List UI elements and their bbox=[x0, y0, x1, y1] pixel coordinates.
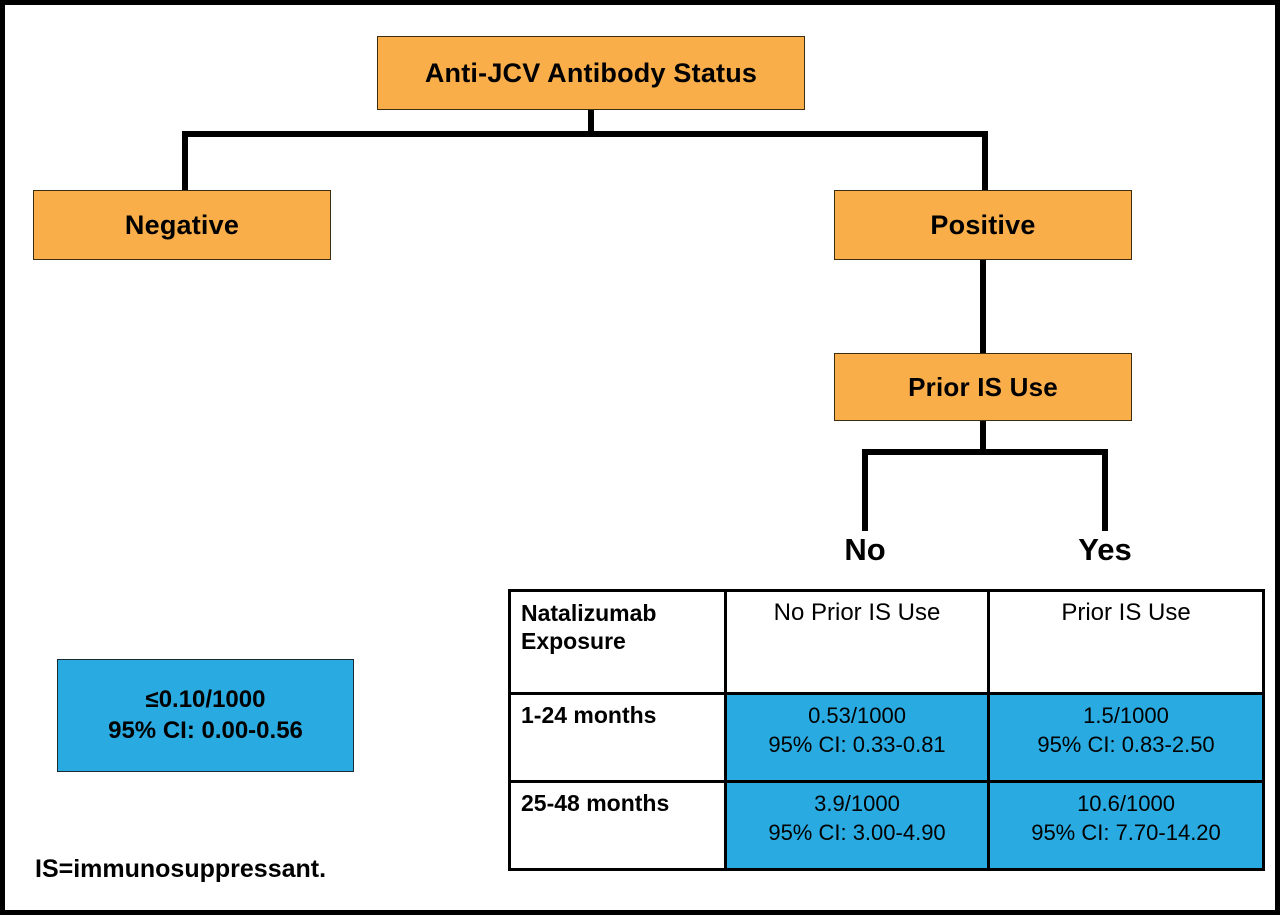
negative-risk-box: ≤0.10/1000 95% CI: 0.00-0.56 bbox=[57, 659, 354, 772]
node-label: Anti-JCV Antibody Status bbox=[424, 57, 758, 88]
cell-no-prior-25-48: 3.9/1000 95% CI: 3.00-4.90 bbox=[724, 780, 990, 871]
negative-risk-rate: ≤0.10/1000 bbox=[145, 685, 266, 713]
node-label: Positive bbox=[930, 209, 1036, 240]
cell-no-prior-1-24: 0.53/1000 95% CI: 0.33-0.81 bbox=[724, 692, 990, 783]
connector-drop-yes bbox=[1102, 449, 1108, 531]
cell-rate: 1.5/1000 bbox=[1083, 703, 1169, 728]
table-row: 1-24 months 0.53/1000 95% CI: 0.33-0.81 … bbox=[508, 692, 1265, 783]
connector-root-horizontal bbox=[182, 131, 988, 137]
row-label-25-48-months: 25-48 months bbox=[508, 780, 727, 871]
footnote: IS=immunosuppressant. bbox=[35, 855, 327, 883]
table-header-exposure: Natalizumab Exposure bbox=[508, 589, 727, 695]
node-negative: Negative bbox=[33, 190, 331, 260]
cell-ci: 95% CI: 0.33-0.81 bbox=[768, 731, 946, 757]
connector-prior-is-horizontal bbox=[862, 449, 1108, 455]
table-row: 25-48 months 3.9/1000 95% CI: 3.00-4.90 … bbox=[508, 780, 1265, 871]
connector-root-stem bbox=[588, 110, 594, 137]
node-prior-is-use: Prior IS Use bbox=[834, 353, 1132, 421]
connector-drop-negative bbox=[182, 131, 188, 192]
node-positive: Positive bbox=[834, 190, 1132, 260]
header-line-2: Exposure bbox=[521, 628, 626, 655]
row-label-1-24-months: 1-24 months bbox=[508, 692, 727, 783]
cell-rate: 10.6/1000 bbox=[1077, 791, 1175, 816]
node-label: Prior IS Use bbox=[908, 371, 1058, 402]
connector-drop-no bbox=[862, 449, 868, 531]
cell-rate: 0.53/1000 bbox=[808, 703, 906, 728]
cell-prior-1-24: 1.5/1000 95% CI: 0.83-2.50 bbox=[987, 692, 1265, 783]
branch-label-yes: Yes bbox=[1078, 532, 1132, 567]
connector-positive-to-prior-is bbox=[980, 260, 986, 355]
table-header-row: Natalizumab Exposure No Prior IS Use Pri… bbox=[508, 589, 1265, 695]
cell-rate: 3.9/1000 bbox=[814, 791, 900, 816]
connector-prior-is-stem bbox=[980, 421, 986, 452]
risk-estimate-table: Natalizumab Exposure No Prior IS Use Pri… bbox=[508, 589, 1265, 871]
node-label: Negative bbox=[124, 209, 240, 240]
header-line-1: Natalizumab bbox=[521, 600, 657, 626]
connector-drop-positive bbox=[982, 131, 988, 192]
cell-prior-25-48: 10.6/1000 95% CI: 7.70-14.20 bbox=[987, 780, 1265, 871]
negative-risk-ci: 95% CI: 0.00-0.56 bbox=[108, 716, 303, 744]
cell-ci: 95% CI: 0.83-2.50 bbox=[1037, 731, 1215, 757]
table-header-no-prior-is-use: No Prior IS Use bbox=[724, 589, 990, 695]
node-anti-jcv-antibody-status: Anti-JCV Antibody Status bbox=[377, 36, 805, 110]
table-header-prior-is-use: Prior IS Use bbox=[987, 589, 1265, 695]
cell-ci: 95% CI: 7.70-14.20 bbox=[1031, 819, 1221, 845]
cell-ci: 95% CI: 3.00-4.90 bbox=[768, 819, 946, 845]
branch-label-no: No bbox=[844, 532, 886, 567]
